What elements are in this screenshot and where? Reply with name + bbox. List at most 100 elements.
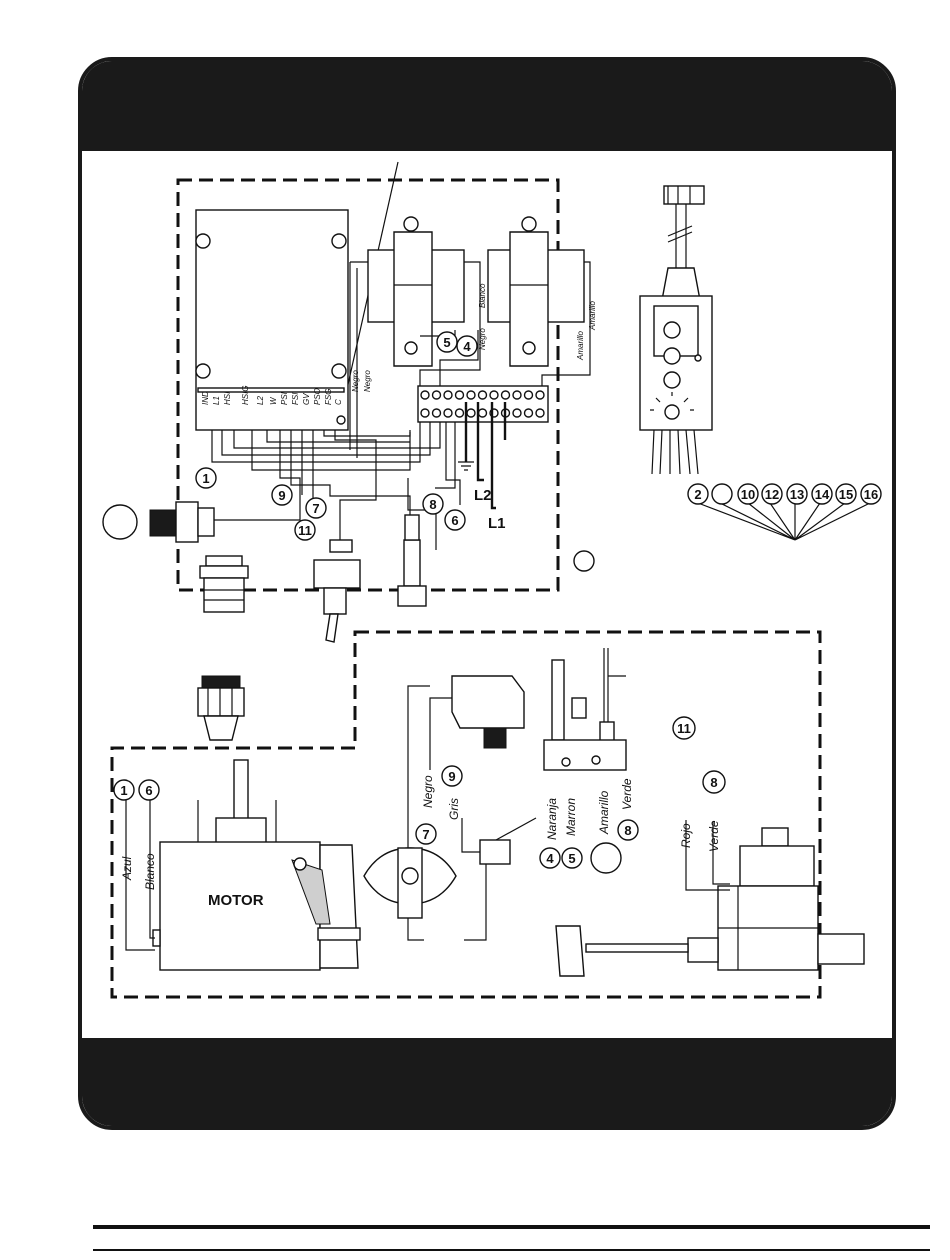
- transformer-right: [488, 217, 584, 366]
- terminal-screw: [433, 409, 441, 417]
- svg-text:12: 12: [765, 487, 779, 502]
- motor-wire-label-blanco: Blanco: [143, 853, 157, 890]
- callout-12: 12: [762, 484, 782, 504]
- ps-wire-label-gris: Gris: [447, 798, 461, 820]
- terminal-screw: [525, 391, 533, 399]
- terminal-screw: [536, 391, 544, 399]
- terminal-screw: [444, 391, 452, 399]
- terminal-pso: PSO: [313, 388, 322, 405]
- svg-text:7: 7: [312, 501, 319, 516]
- terminal-l1: L1: [212, 396, 221, 405]
- svg-text:8: 8: [710, 775, 717, 790]
- terminal-screw: [490, 391, 498, 399]
- callout-4-lower: 4: [540, 848, 560, 868]
- ig-wire-label-verde: Verde: [620, 778, 634, 810]
- svg-text:13: 13: [790, 487, 804, 502]
- valve-wire-label-rojo: Rojo: [679, 823, 693, 848]
- terminal-screw: [456, 391, 464, 399]
- ground-symbol: [458, 462, 474, 470]
- terminal-ind: IND: [201, 391, 210, 405]
- wire-label-amarillo-1: Amarillo: [576, 331, 585, 361]
- terminal-screw: [456, 409, 464, 417]
- callout-empty-harness: [712, 484, 732, 504]
- terminal-screw: [467, 409, 475, 417]
- thermal-disc: [364, 848, 456, 918]
- callout-14: 14: [812, 484, 832, 504]
- terminal-screw: [525, 409, 533, 417]
- svg-text:9: 9: [448, 769, 455, 784]
- callout-7-upper: 7: [306, 498, 326, 518]
- callout-11-upper: 11: [295, 520, 315, 540]
- svg-text:4: 4: [546, 851, 554, 866]
- l1-label: L1: [488, 515, 506, 532]
- callout-5-lower: 5: [562, 848, 582, 868]
- svg-text:8: 8: [624, 823, 631, 838]
- ig-wire-label-marron: Marron: [564, 798, 578, 836]
- svg-text:14: 14: [815, 487, 830, 502]
- ps-wire-label-negro: Negro: [421, 775, 435, 808]
- callout-empty-box: [574, 551, 594, 571]
- callout-16: 16: [861, 484, 881, 504]
- ig-wire-label-naranja: Naranja: [545, 798, 559, 840]
- svg-text:1: 1: [120, 783, 127, 798]
- terminal-screw: [467, 391, 475, 399]
- terminal-hsi: HSI: [223, 391, 232, 405]
- terminal-psi: PSI: [280, 391, 289, 405]
- svg-text:10: 10: [741, 487, 755, 502]
- fuse-holder: [398, 515, 426, 606]
- terminal-screw: [421, 391, 429, 399]
- callout-6-upper: 6: [445, 510, 465, 530]
- terminal-fsi: FSI: [291, 392, 300, 405]
- svg-text:1: 1: [202, 471, 209, 486]
- motor-label: MOTOR: [208, 892, 264, 909]
- terminal-gv: GV: [302, 393, 311, 405]
- svg-text:4: 4: [463, 339, 471, 354]
- terminal-screw: [433, 391, 441, 399]
- motor: [153, 760, 360, 970]
- connector-plug: [198, 676, 244, 740]
- svg-text:7: 7: [422, 827, 429, 842]
- terminal-screw: [502, 391, 510, 399]
- svg-text:6: 6: [145, 783, 152, 798]
- wire-label-negro-2: Negro: [363, 370, 372, 392]
- terminal-screw: [513, 391, 521, 399]
- callout-6-motor: 6: [139, 780, 159, 800]
- terminal-screw: [421, 409, 429, 417]
- svg-text:11: 11: [677, 721, 691, 736]
- callout-empty-igniter: [591, 843, 621, 873]
- svg-text:6: 6: [451, 513, 458, 528]
- callout-1-upper: 1: [196, 468, 216, 488]
- callout-9-lower: 9: [442, 766, 462, 786]
- callout-8-valve: 8: [703, 771, 725, 793]
- limit-switch: [462, 818, 536, 940]
- valve-wire-label-verde: Verde: [707, 820, 721, 852]
- harness-callouts: 2 10 12 13 14 15 16: [688, 484, 881, 504]
- svg-text:5: 5: [443, 335, 450, 350]
- svg-text:2: 2: [694, 487, 701, 502]
- callout-8-upper: 8: [423, 494, 443, 514]
- terminal-hsig: HSIG: [241, 385, 250, 405]
- motor-wire-label-azul: Azul: [120, 856, 134, 881]
- svg-text:8: 8: [429, 497, 436, 512]
- callout-15: 15: [836, 484, 856, 504]
- callout-13: 13: [787, 484, 807, 504]
- terminal-screw: [536, 409, 544, 417]
- svg-text:9: 9: [278, 488, 285, 503]
- footer-rule-top: [93, 1225, 930, 1229]
- footer-rule-bottom: [93, 1249, 930, 1251]
- svg-text:5: 5: [568, 851, 575, 866]
- terminal-screw: [479, 409, 487, 417]
- callout-2: 2: [688, 484, 708, 504]
- callout-10: 10: [738, 484, 758, 504]
- igniter-assembly: [544, 648, 626, 770]
- callout-9-upper: 9: [272, 485, 292, 505]
- callout-7-lower: 7: [416, 824, 436, 844]
- svg-text:16: 16: [864, 487, 878, 502]
- callout-1-motor: 1: [114, 780, 134, 800]
- wire-label-blanco: Blanco: [478, 283, 487, 308]
- svg-text:15: 15: [839, 487, 853, 502]
- terminal-fsg: FSG: [324, 389, 333, 405]
- strain-relief: [200, 556, 248, 612]
- cord-grommet: [103, 502, 214, 542]
